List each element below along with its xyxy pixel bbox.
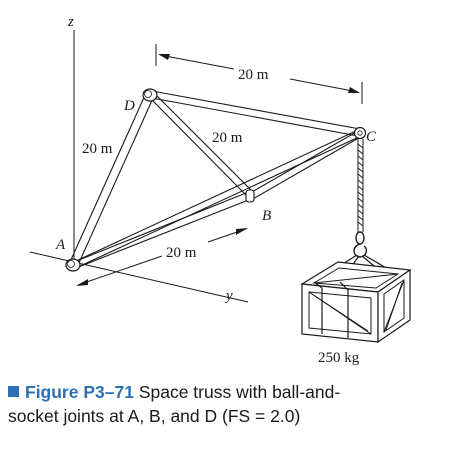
member-bc xyxy=(249,130,363,200)
y-axis-label: y xyxy=(224,288,233,304)
dimension-db-label: 20 m xyxy=(212,130,243,146)
dimension-dc xyxy=(155,44,363,104)
crate-straps xyxy=(313,281,349,338)
caption-figure-number: Figure P3–71 xyxy=(25,382,134,402)
joint-b xyxy=(245,189,255,203)
z-axis-label: z xyxy=(67,14,74,30)
joint-c xyxy=(353,126,367,140)
caption-bullet-icon xyxy=(8,386,19,397)
member-db xyxy=(149,95,255,196)
member-ad xyxy=(69,92,155,266)
caption-line-1: Figure P3–71 Space truss with ball-and- xyxy=(8,380,468,404)
member-dc xyxy=(151,90,361,137)
figure-caption: Figure P3–71 Space truss with ball-and- … xyxy=(8,380,468,428)
member-ab xyxy=(73,192,252,269)
load-label: 250 kg xyxy=(318,350,360,366)
crate xyxy=(300,261,412,344)
label-d: D xyxy=(123,98,135,114)
joint-a xyxy=(65,258,81,272)
y-axis xyxy=(29,251,249,303)
label-c: C xyxy=(366,129,377,145)
dimension-ad-label: 20 m xyxy=(82,141,113,157)
cable-chain xyxy=(357,139,364,232)
label-a: A xyxy=(55,237,66,253)
dimension-ab-label: 20 m xyxy=(166,245,197,261)
dimension-ab xyxy=(76,228,248,286)
caption-line-2: socket joints at A, B, and D (FS = 2.0) xyxy=(8,406,301,426)
caption-text-1: Space truss with ball-and- xyxy=(138,382,341,402)
dimension-dc-label: 20 m xyxy=(238,67,269,83)
hook-icon xyxy=(353,231,368,258)
joint-d xyxy=(142,88,158,102)
label-b: B xyxy=(262,208,271,224)
member-ac xyxy=(75,129,362,268)
